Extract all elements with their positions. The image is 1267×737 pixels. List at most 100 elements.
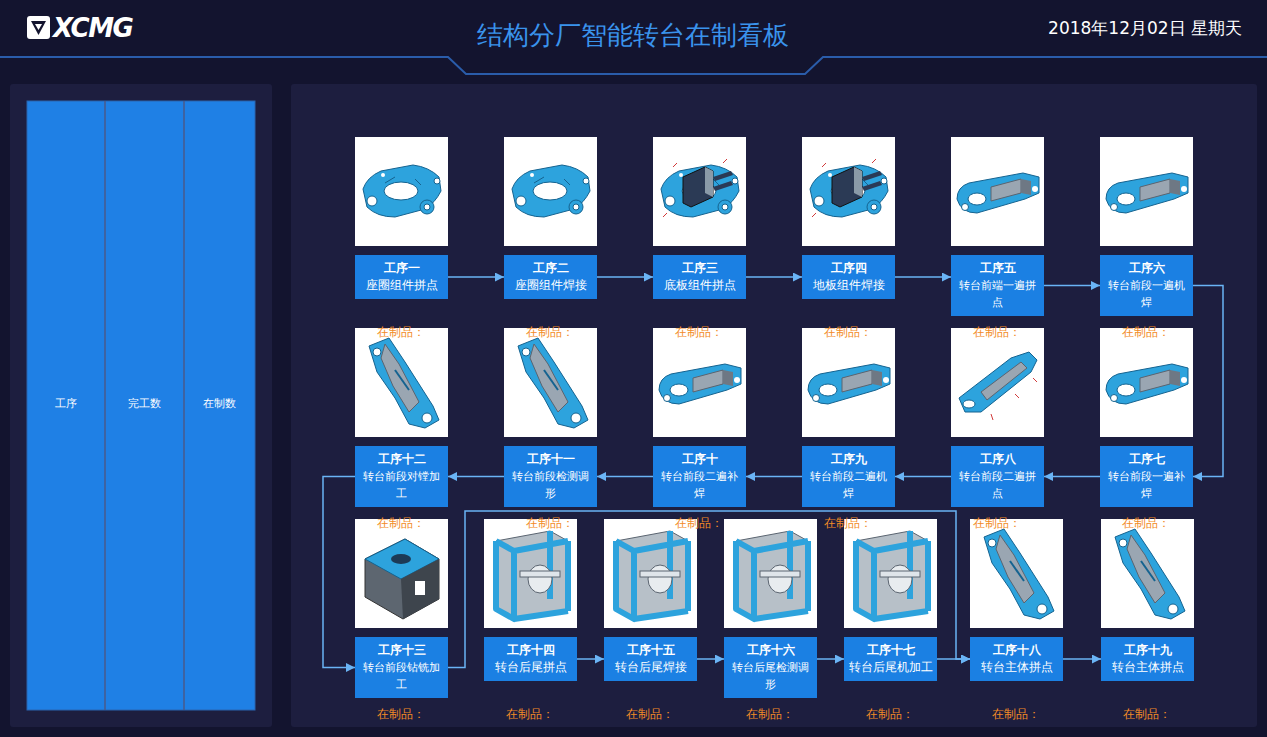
wip-label: 在制品： bbox=[506, 707, 554, 721]
logo-text: XCMG bbox=[53, 12, 163, 45]
step-number: 工序三 bbox=[656, 260, 743, 277]
flow-arrow bbox=[448, 511, 970, 668]
process-box: 工序十四转台后尾拼点 bbox=[484, 637, 577, 681]
step-name: 转台前段二遍机焊 bbox=[805, 468, 892, 502]
part-picture bbox=[604, 519, 697, 628]
flow-arrow bbox=[597, 476, 653, 478]
process-box: 工序一座圈组件拼点 bbox=[355, 255, 448, 299]
step-name: 地板组件焊接 bbox=[805, 277, 892, 294]
wip-label: 在制品： bbox=[824, 516, 872, 530]
part-picture bbox=[1100, 137, 1193, 246]
step-number: 工序十五 bbox=[607, 642, 694, 659]
wip-label: 在制品： bbox=[973, 516, 1021, 530]
part-picture bbox=[653, 137, 746, 246]
process-box: 工序十九转台主体拼点 bbox=[1101, 637, 1194, 681]
wip-label: 在制品： bbox=[675, 325, 723, 339]
flow-arrow bbox=[817, 658, 844, 660]
logo-mark bbox=[31, 21, 46, 35]
flow-arrow bbox=[937, 658, 970, 660]
step-number: 工序一 bbox=[358, 260, 445, 277]
date-text: 2018年12月02日 星期天 bbox=[990, 18, 1242, 39]
process-box: 工序十三转台前段钻铣加工 bbox=[355, 637, 448, 698]
flow-arrow bbox=[895, 476, 951, 478]
wip-label: 在制品： bbox=[746, 707, 794, 721]
wip-label: 在制品： bbox=[675, 516, 723, 530]
step-number: 工序八 bbox=[954, 451, 1041, 468]
step-name: 转台前段二遍拼点 bbox=[954, 468, 1041, 502]
flow-arrow bbox=[697, 658, 724, 660]
table-header: 完工数 bbox=[105, 397, 184, 411]
part-picture bbox=[724, 519, 817, 628]
step-name: 转台后尾拼点 bbox=[487, 659, 574, 676]
step-name: 转台前段一遍机焊 bbox=[1103, 277, 1190, 311]
step-name: 转台主体拼点 bbox=[973, 659, 1060, 676]
step-number: 工序十三 bbox=[358, 642, 445, 659]
flow-arrow bbox=[746, 476, 802, 478]
step-number: 工序十二 bbox=[358, 451, 445, 468]
process-box: 工序十二转台前段对镗加工 bbox=[355, 446, 448, 507]
process-box: 工序六转台前段一遍机焊 bbox=[1100, 255, 1193, 316]
process-box: 工序五转台前端一遍拼点 bbox=[951, 255, 1044, 316]
process-box: 工序十七转台后尾机加工 bbox=[844, 637, 937, 681]
step-number: 工序十九 bbox=[1104, 642, 1191, 659]
logo-icon bbox=[27, 16, 50, 39]
step-name: 转台后尾机加工 bbox=[847, 659, 934, 676]
board-title: 结构分厂智能转台在制看板 bbox=[333, 19, 933, 51]
process-box: 工序八转台前段二遍拼点 bbox=[951, 446, 1044, 507]
step-name: 转台前段二遍补焊 bbox=[656, 468, 743, 502]
part-picture bbox=[504, 328, 597, 437]
flow-arrow bbox=[895, 276, 951, 278]
wip-label: 在制品： bbox=[377, 516, 425, 530]
part-picture bbox=[1100, 328, 1193, 437]
wip-label: 在制品： bbox=[824, 325, 872, 339]
flow-arrow bbox=[746, 276, 802, 278]
part-picture bbox=[802, 137, 895, 246]
step-name: 转台前段对镗加工 bbox=[358, 468, 445, 502]
wip-label: 在制品： bbox=[526, 516, 574, 530]
table-body bbox=[27, 101, 255, 710]
wip-label: 在制品： bbox=[1122, 516, 1170, 530]
flow-arrow bbox=[1063, 658, 1101, 660]
process-box: 工序十一转台前段检测调形 bbox=[504, 446, 597, 507]
wip-label: 在制品： bbox=[1123, 707, 1171, 721]
process-box: 工序四地板组件焊接 bbox=[802, 255, 895, 299]
flow-arrow bbox=[1044, 285, 1100, 287]
step-name: 底板组件拼点 bbox=[656, 277, 743, 294]
part-picture bbox=[653, 328, 746, 437]
step-name: 转台后尾检测调形 bbox=[727, 659, 814, 693]
part-picture bbox=[484, 519, 577, 628]
step-name: 转台前端一遍拼点 bbox=[954, 277, 1041, 311]
part-pictures bbox=[355, 137, 1194, 628]
flow-arrow bbox=[577, 658, 604, 660]
wip-label: 在制品： bbox=[626, 707, 674, 721]
process-box: 工序十六转台后尾检测调形 bbox=[724, 637, 817, 698]
part-picture bbox=[1101, 519, 1194, 628]
step-number: 工序十七 bbox=[847, 642, 934, 659]
header-line bbox=[0, 57, 1267, 74]
flow-arrow bbox=[1044, 476, 1100, 478]
wip-label: 在制品： bbox=[377, 325, 425, 339]
logo-square bbox=[27, 16, 50, 39]
step-name: 座圈组件焊接 bbox=[507, 277, 594, 294]
step-name: 座圈组件拼点 bbox=[358, 277, 445, 294]
process-box: 工序九转台前段二遍机焊 bbox=[802, 446, 895, 507]
wip-label: 在制品： bbox=[992, 707, 1040, 721]
step-number: 工序十八 bbox=[973, 642, 1060, 659]
wip-label: 在制品： bbox=[866, 707, 914, 721]
table-divider bbox=[183, 101, 185, 710]
process-box: 工序十八转台主体拼点 bbox=[970, 637, 1063, 681]
step-number: 工序十四 bbox=[487, 642, 574, 659]
wip-label: 在制品： bbox=[973, 325, 1021, 339]
step-name: 转台前段检测调形 bbox=[507, 468, 594, 502]
step-number: 工序十一 bbox=[507, 451, 594, 468]
process-box: 工序十五转台后尾焊接 bbox=[604, 637, 697, 681]
part-picture bbox=[951, 328, 1044, 437]
process-box: 工序三底板组件拼点 bbox=[653, 255, 746, 299]
flow-arrow bbox=[1193, 286, 1223, 477]
process-box: 工序十转台前段二遍补焊 bbox=[653, 446, 746, 507]
part-picture bbox=[355, 519, 448, 628]
table-divider bbox=[104, 101, 106, 710]
